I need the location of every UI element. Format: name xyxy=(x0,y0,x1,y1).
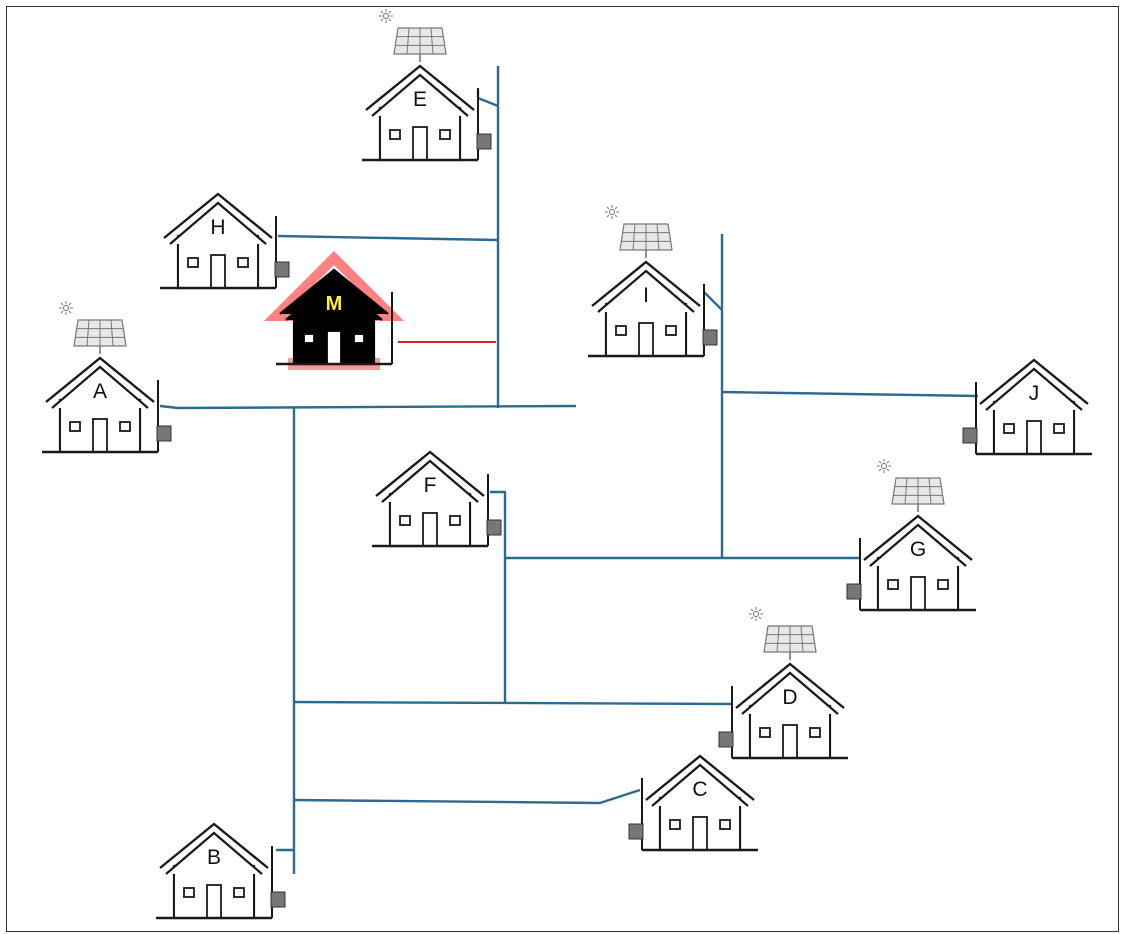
house-a: A xyxy=(42,301,172,454)
roof xyxy=(45,356,155,403)
house-label-j: J xyxy=(1029,382,1040,405)
smart-meter-icon xyxy=(962,427,978,444)
power-line-9 xyxy=(490,490,507,703)
door xyxy=(206,884,222,919)
roof xyxy=(645,754,755,801)
solar-panel-icon xyxy=(763,625,817,660)
smart-meter-icon xyxy=(476,133,492,150)
window xyxy=(937,579,949,590)
house-label-c: C xyxy=(692,778,707,801)
house-c: C xyxy=(628,754,758,852)
house-b: B xyxy=(156,822,286,920)
solar-panel-icon xyxy=(393,27,447,62)
house-label-m: M xyxy=(326,293,343,315)
diagram-frame xyxy=(6,6,1119,932)
roof xyxy=(979,358,1089,405)
window xyxy=(237,257,249,268)
window xyxy=(187,257,199,268)
sun-icon xyxy=(605,205,619,219)
house-label-b: B xyxy=(207,846,221,869)
power-line-12 xyxy=(703,291,723,311)
house-label-a: A xyxy=(93,380,107,403)
solar-panel-icon xyxy=(891,477,945,512)
house-h: H xyxy=(160,192,290,290)
door xyxy=(412,126,428,161)
door xyxy=(422,512,438,547)
door xyxy=(210,254,226,289)
smart-meter-icon xyxy=(156,425,172,442)
solar-panel-icon xyxy=(619,223,673,258)
sun-icon xyxy=(877,459,891,473)
roof xyxy=(863,514,973,561)
roof xyxy=(591,260,701,307)
window xyxy=(887,579,899,590)
window xyxy=(399,515,411,526)
window xyxy=(669,819,681,830)
roof xyxy=(735,662,845,709)
roof xyxy=(159,822,269,869)
roof xyxy=(365,64,475,111)
window xyxy=(303,333,315,344)
house-f: F xyxy=(372,450,502,548)
window xyxy=(719,819,731,830)
power-line-4 xyxy=(159,404,577,410)
door xyxy=(910,576,926,611)
smart-meter-icon xyxy=(702,329,718,346)
house-label-g: G xyxy=(910,538,926,561)
door xyxy=(92,418,108,453)
window xyxy=(809,727,821,738)
house-e: E xyxy=(362,9,492,162)
window xyxy=(1053,423,1065,434)
door xyxy=(326,330,342,365)
window xyxy=(183,887,195,898)
smart-meter-icon xyxy=(628,823,644,840)
house-label-f: F xyxy=(424,474,437,497)
window xyxy=(233,887,245,898)
sun-icon xyxy=(749,607,763,621)
sun-icon xyxy=(379,9,393,23)
window xyxy=(439,129,451,140)
houses-layer: E H M A I J F G D C B xyxy=(42,9,1092,920)
solar-panel-icon xyxy=(73,319,127,354)
power-line-7 xyxy=(293,700,733,706)
power-line-8 xyxy=(293,788,641,805)
house-g: G xyxy=(846,459,976,612)
roof xyxy=(375,450,485,497)
smart-meter-icon xyxy=(718,731,734,748)
window xyxy=(353,333,365,344)
house-label-h: H xyxy=(210,216,225,239)
smart-meter-icon xyxy=(274,261,290,278)
door xyxy=(692,816,708,851)
power-line-3 xyxy=(277,234,499,242)
smart-meter-icon xyxy=(486,519,502,536)
window xyxy=(119,421,131,432)
roof xyxy=(163,192,273,239)
house-d: D xyxy=(718,607,848,760)
window xyxy=(615,325,627,336)
power-lines xyxy=(159,66,979,874)
door xyxy=(638,322,654,357)
window xyxy=(69,421,81,432)
window xyxy=(665,325,677,336)
window xyxy=(759,727,771,738)
window xyxy=(1003,423,1015,434)
house-label-i: I xyxy=(643,284,649,307)
power-line-2 xyxy=(476,90,499,108)
door xyxy=(782,724,798,759)
house-j: J xyxy=(962,358,1092,456)
smart-meter-icon xyxy=(270,891,286,908)
window xyxy=(389,129,401,140)
power-line-13 xyxy=(721,390,979,398)
house-i: I xyxy=(588,205,718,358)
sun-icon xyxy=(59,301,73,315)
house-m: M xyxy=(263,250,405,370)
window xyxy=(449,515,461,526)
house-label-e: E xyxy=(413,88,427,111)
door xyxy=(1026,420,1042,455)
house-label-d: D xyxy=(782,686,797,709)
smart-meter-icon xyxy=(846,583,862,600)
